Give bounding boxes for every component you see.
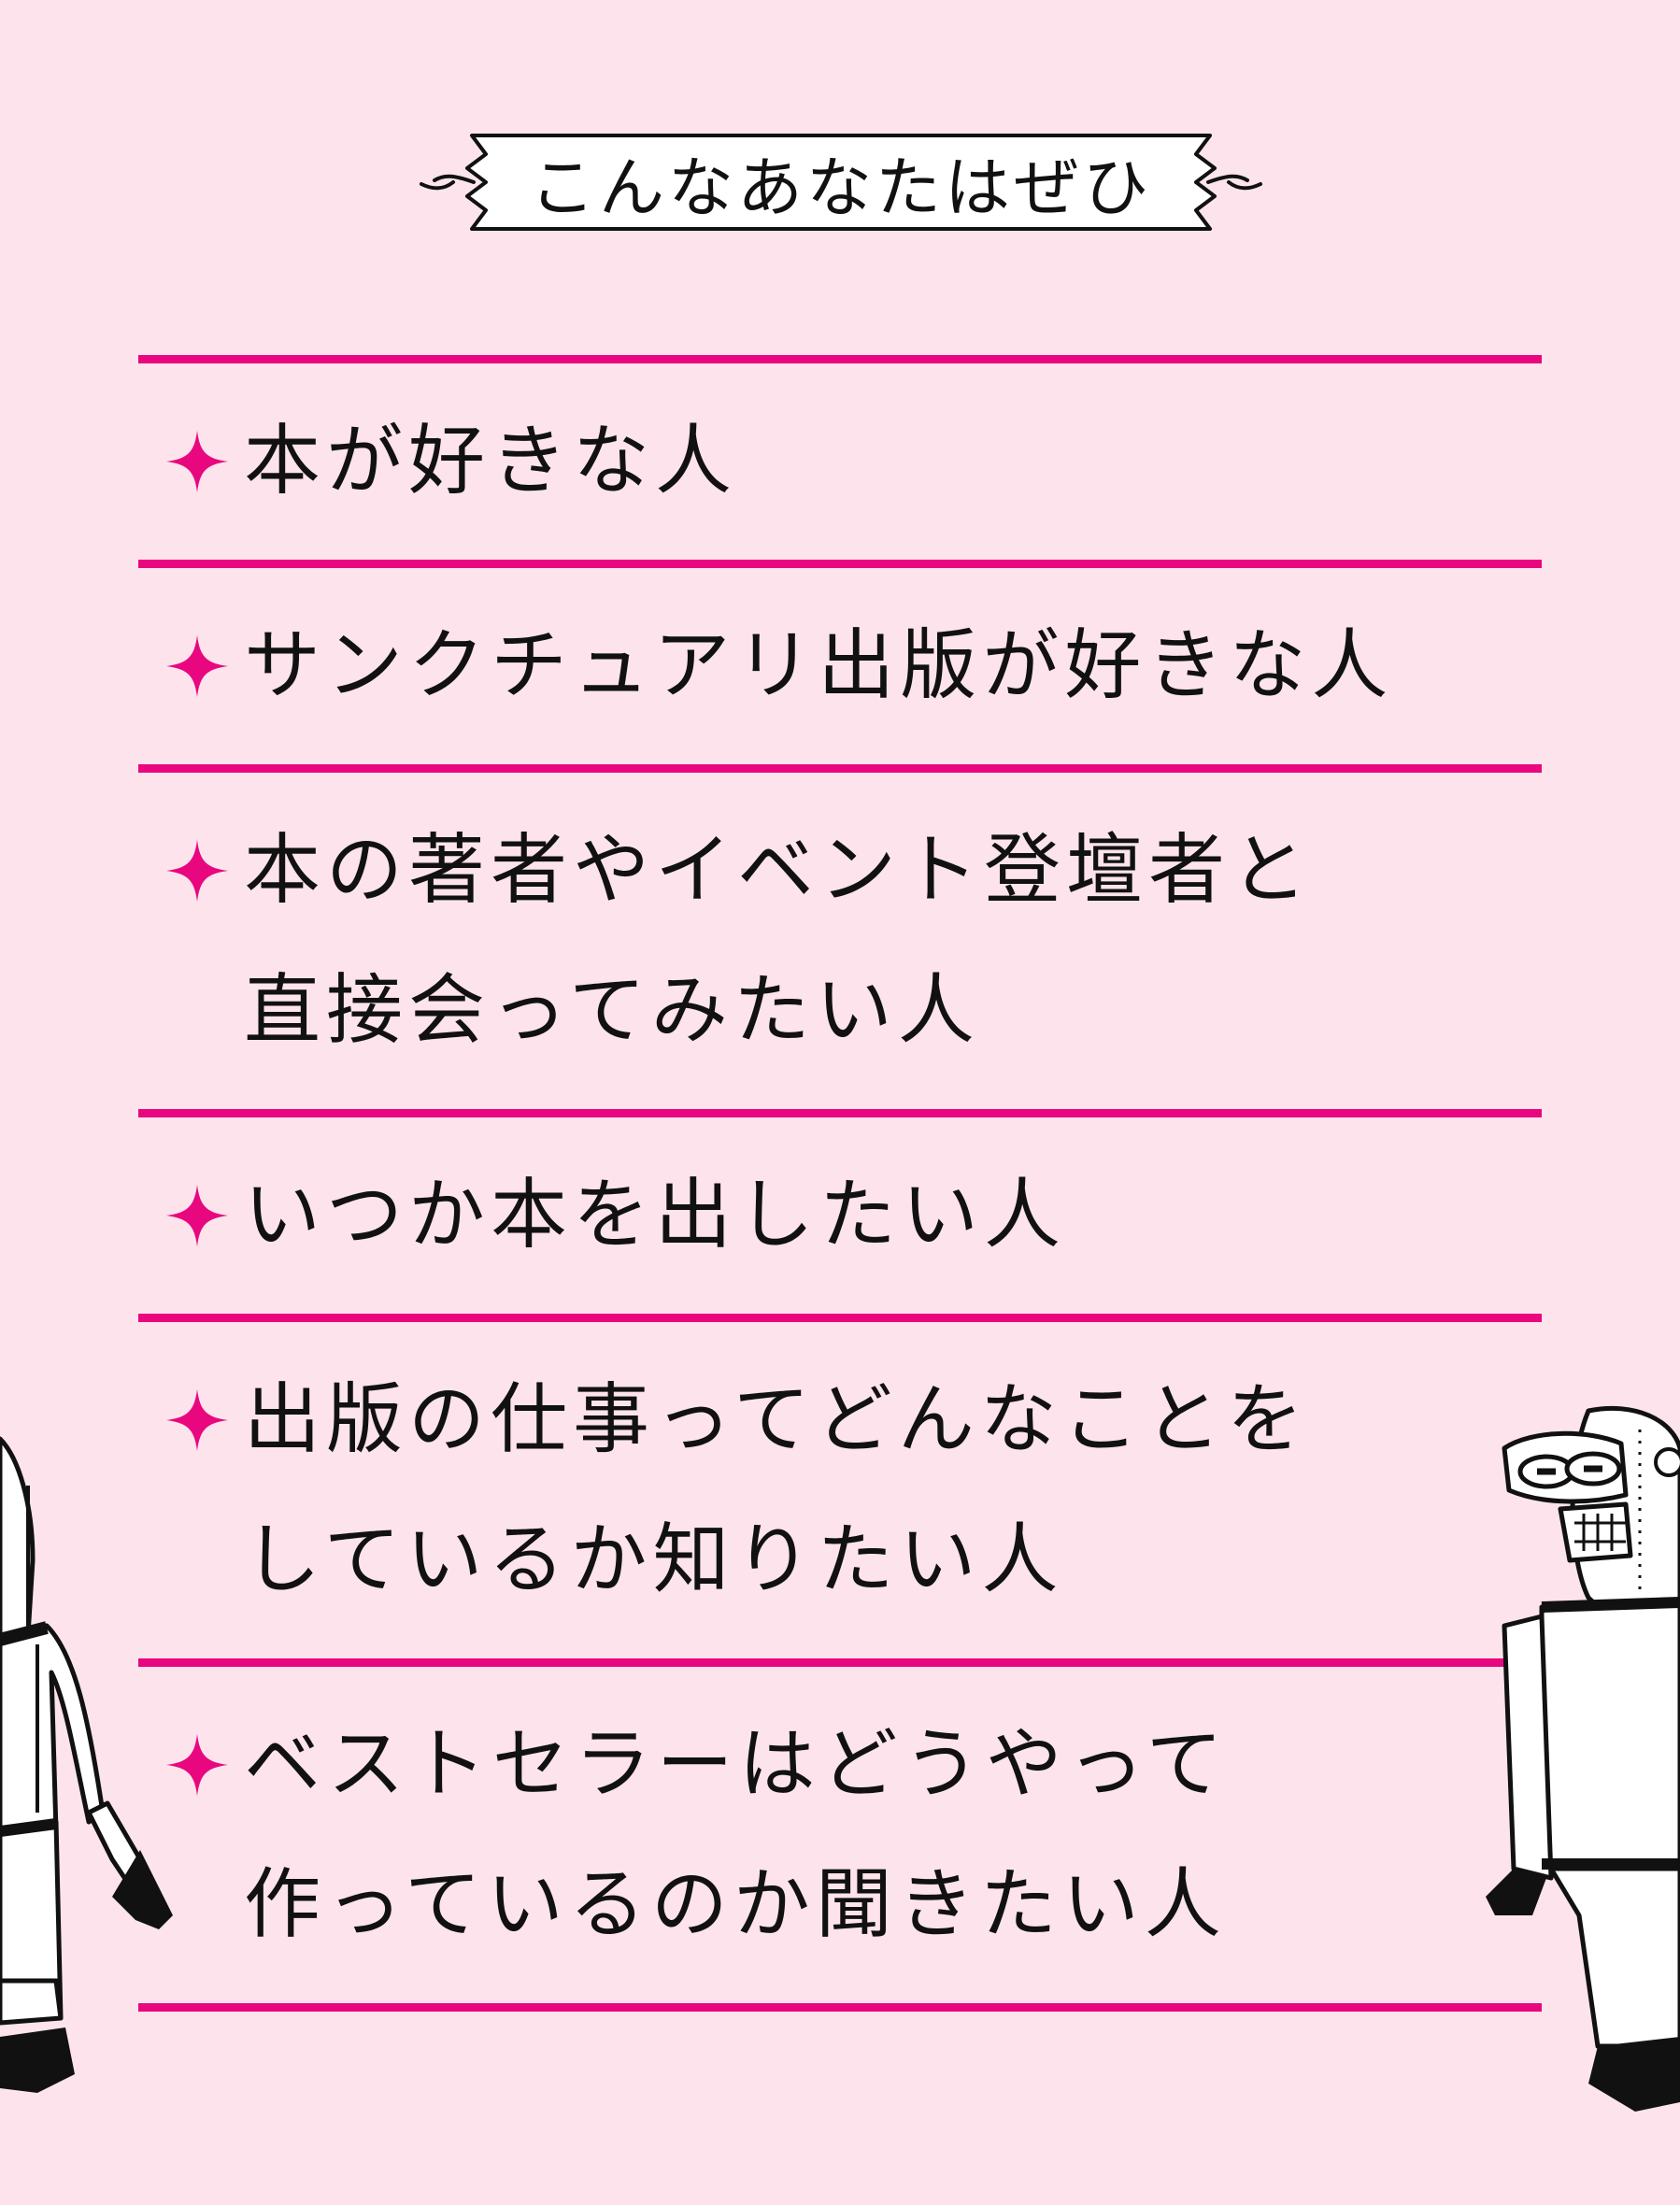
list-item: 本が好きな人 — [138, 363, 1542, 560]
divider-line — [138, 1109, 1542, 1117]
divider-line — [138, 764, 1542, 773]
list-item-text: 直接会ってみたい人 — [244, 966, 980, 1055]
list-item-text: サンクチュアリ出版が好きな人 — [244, 621, 1394, 710]
sparkle-icon — [166, 431, 228, 492]
list-item-text: しているか知りたい人 — [244, 1515, 1064, 1604]
list-item: 出版の仕事ってどんなことを しているか知りたい人 — [138, 1322, 1542, 1658]
list-item: サンクチュアリ出版が好きな人 — [138, 568, 1542, 764]
sparkle-icon — [166, 635, 228, 697]
list-item: いつか本を出したい人 — [138, 1117, 1542, 1314]
sparkle-icon — [166, 1389, 228, 1451]
list-item-text: 作っているのか聞きたい人 — [244, 1860, 1227, 1949]
diver-illustration-left — [0, 1436, 173, 2093]
list-item: 本の著者やイベント登壇者と 直接会ってみたい人 — [138, 773, 1542, 1109]
list-item-text: 出版の仕事ってどんなことを — [244, 1375, 1309, 1464]
list-item-text: 本が好きな人 — [244, 417, 738, 505]
list-item-text: いつか本を出したい人 — [244, 1171, 1067, 1259]
audience-list: 本が好きな人 サンクチュアリ出版が好きな人 本の著者やイベント登壇者と 直接会っ… — [138, 355, 1542, 2012]
list-item-text: 本の著者やイベント登壇者と — [244, 826, 1314, 915]
sparkle-icon — [166, 1185, 228, 1246]
list-item-text: ベストセラーはどうやって — [244, 1720, 1229, 1809]
header-banner: こんなあなたはぜひ — [416, 117, 1266, 248]
divider-line — [138, 1658, 1542, 1667]
divider-line — [138, 560, 1542, 568]
sparkle-icon — [166, 1734, 228, 1796]
divider-line — [138, 355, 1542, 363]
banner-title: こんなあなたはぜひ — [530, 149, 1152, 226]
diver-illustration-right — [1486, 1405, 1680, 2112]
sparkle-icon — [166, 840, 228, 902]
divider-line — [138, 2003, 1542, 2012]
ribbon-banner-shape — [420, 134, 1262, 231]
divider-line — [138, 1314, 1542, 1322]
list-item: ベストセラーはどうやって 作っているのか聞きたい人 — [138, 1667, 1542, 2003]
